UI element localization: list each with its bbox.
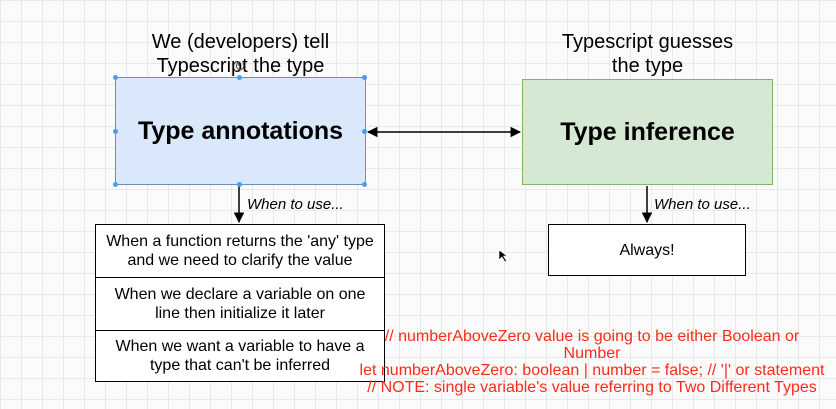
annotations-caption-line1: We (developers) tell: [151, 31, 330, 53]
annotations-case-1[interactable]: When a function returns the 'any' type a…: [95, 224, 385, 278]
annotations-case-1-text: When a function returns the 'any' type a…: [106, 233, 374, 269]
note-line-2: Number: [563, 345, 621, 362]
selection-handle[interactable]: [237, 182, 242, 187]
type-annotations-label: Type annotations: [137, 116, 344, 145]
selection-handle[interactable]: [237, 75, 242, 80]
selection-handle[interactable]: [113, 75, 118, 80]
inference-edge-label: When to use...: [654, 196, 751, 213]
selection-handle[interactable]: [113, 129, 118, 134]
annotations-caption: We (developers) tell Typescript the type: [115, 30, 366, 78]
inference-caption: Typescript guesses the type: [522, 30, 773, 78]
selection-handle[interactable]: [362, 182, 367, 187]
annotations-caption-line2: Typescript the type: [156, 55, 325, 77]
note-line-3: let numberAboveZero: boolean | number = …: [359, 362, 825, 379]
inference-case-text: Always!: [619, 241, 675, 259]
annotations-case-2[interactable]: When we declare a variable on one line t…: [95, 277, 385, 331]
inference-caption-line1: Typescript guesses: [561, 31, 734, 53]
type-inference-label: Type inference: [560, 117, 735, 146]
selection-handle[interactable]: [362, 129, 367, 134]
note-line-1: // numberAboveZero value is going to be …: [384, 328, 800, 345]
type-annotations-box[interactable]: Type annotations: [115, 77, 366, 185]
rotate-handle-icon[interactable]: ↻: [234, 58, 246, 74]
inference-case[interactable]: Always!: [548, 224, 746, 276]
selection-handle[interactable]: [362, 75, 367, 80]
code-notes: // numberAboveZero value is going to be …: [352, 328, 832, 396]
note-line-4: // NOTE: single variable's value referri…: [367, 379, 817, 396]
type-inference-box[interactable]: Type inference: [522, 79, 773, 185]
annotations-case-3-text: When we want a variable to have a type t…: [115, 338, 365, 374]
inference-caption-line2: the type: [611, 55, 684, 77]
annotations-case-2-text: When we declare a variable on one line t…: [114, 286, 366, 322]
annotations-edge-label: When to use...: [247, 196, 344, 213]
selection-handle[interactable]: [113, 182, 118, 187]
annotations-case-3[interactable]: When we want a variable to have a type t…: [95, 330, 385, 382]
